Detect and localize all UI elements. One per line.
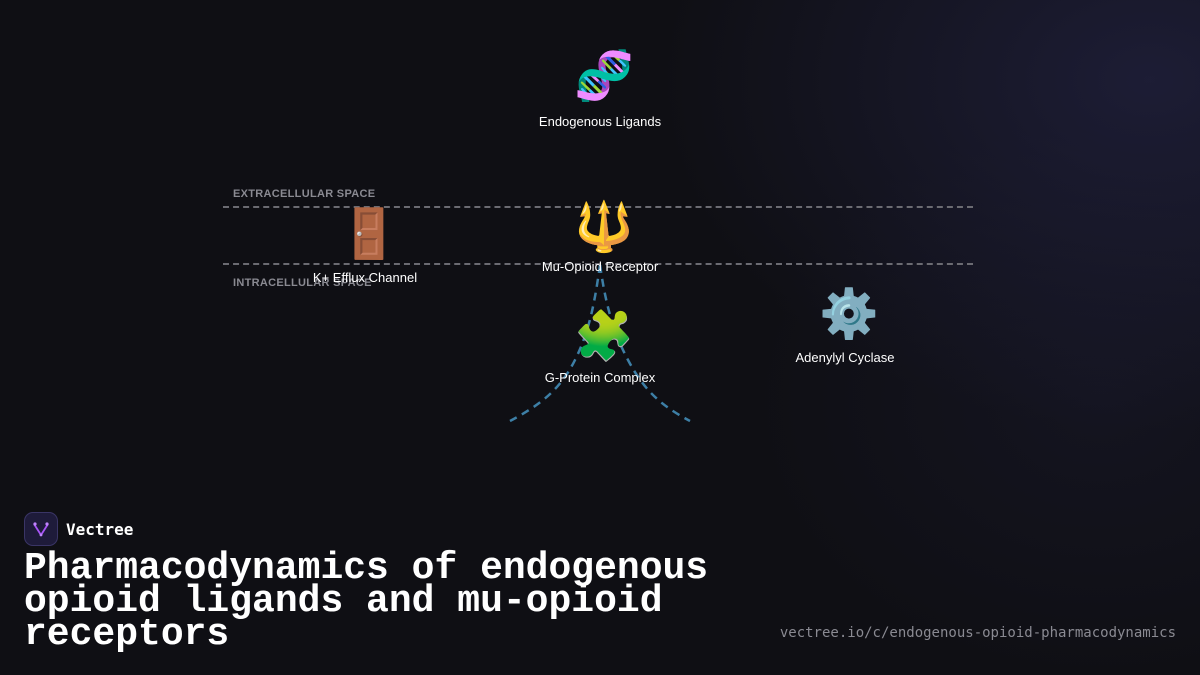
brand-name: Vectree bbox=[66, 519, 134, 539]
extracellular-label: EXTRACELLULAR SPACE bbox=[233, 188, 376, 200]
node-g-protein-complex: 🧩 G-Protein Complex bbox=[545, 308, 656, 385]
node-adenylyl-cyclase: ⚙️ Adenylyl Cyclase bbox=[796, 286, 895, 365]
intracellular-label: INTRACELLULAR SPACE bbox=[233, 277, 372, 289]
gear-icon: ⚙️ bbox=[819, 286, 879, 342]
membrane-outer-line bbox=[223, 206, 973, 208]
puzzle-piece-icon: 🧩 bbox=[574, 308, 634, 364]
dna-icon: 🧬 bbox=[574, 48, 634, 104]
page-title: Pharmacodynamics of endogenous opioid li… bbox=[24, 547, 709, 656]
page-url: vectree.io/c/endogenous-opioid-pharmacod… bbox=[779, 625, 1176, 641]
node-label: K+ Efflux Channel bbox=[312, 270, 418, 285]
node-label: G-Protein Complex bbox=[544, 370, 656, 385]
link-receptor-to-gprotein-left bbox=[509, 264, 602, 423]
node-label: Endogenous Ligands bbox=[538, 114, 662, 129]
link-receptor-to-gprotein-right bbox=[598, 264, 691, 423]
node-label: Mu-Opioid Receptor bbox=[541, 259, 659, 274]
node-mu-opioid-receptor: 🔱 Mu-Opioid Receptor bbox=[542, 199, 658, 274]
vectree-logo-icon bbox=[24, 512, 58, 546]
membrane-inner-line bbox=[223, 263, 973, 265]
node-endogenous-ligands: 🧬 Endogenous Ligands bbox=[539, 48, 661, 129]
node-k-efflux-channel: 🚪 K+ Efflux Channel bbox=[313, 206, 417, 285]
trident-icon: 🔱 bbox=[574, 199, 634, 255]
node-label: Adenylyl Cyclase bbox=[795, 350, 895, 365]
door-icon: 🚪 bbox=[339, 206, 399, 262]
brand: Vectree bbox=[24, 512, 133, 546]
